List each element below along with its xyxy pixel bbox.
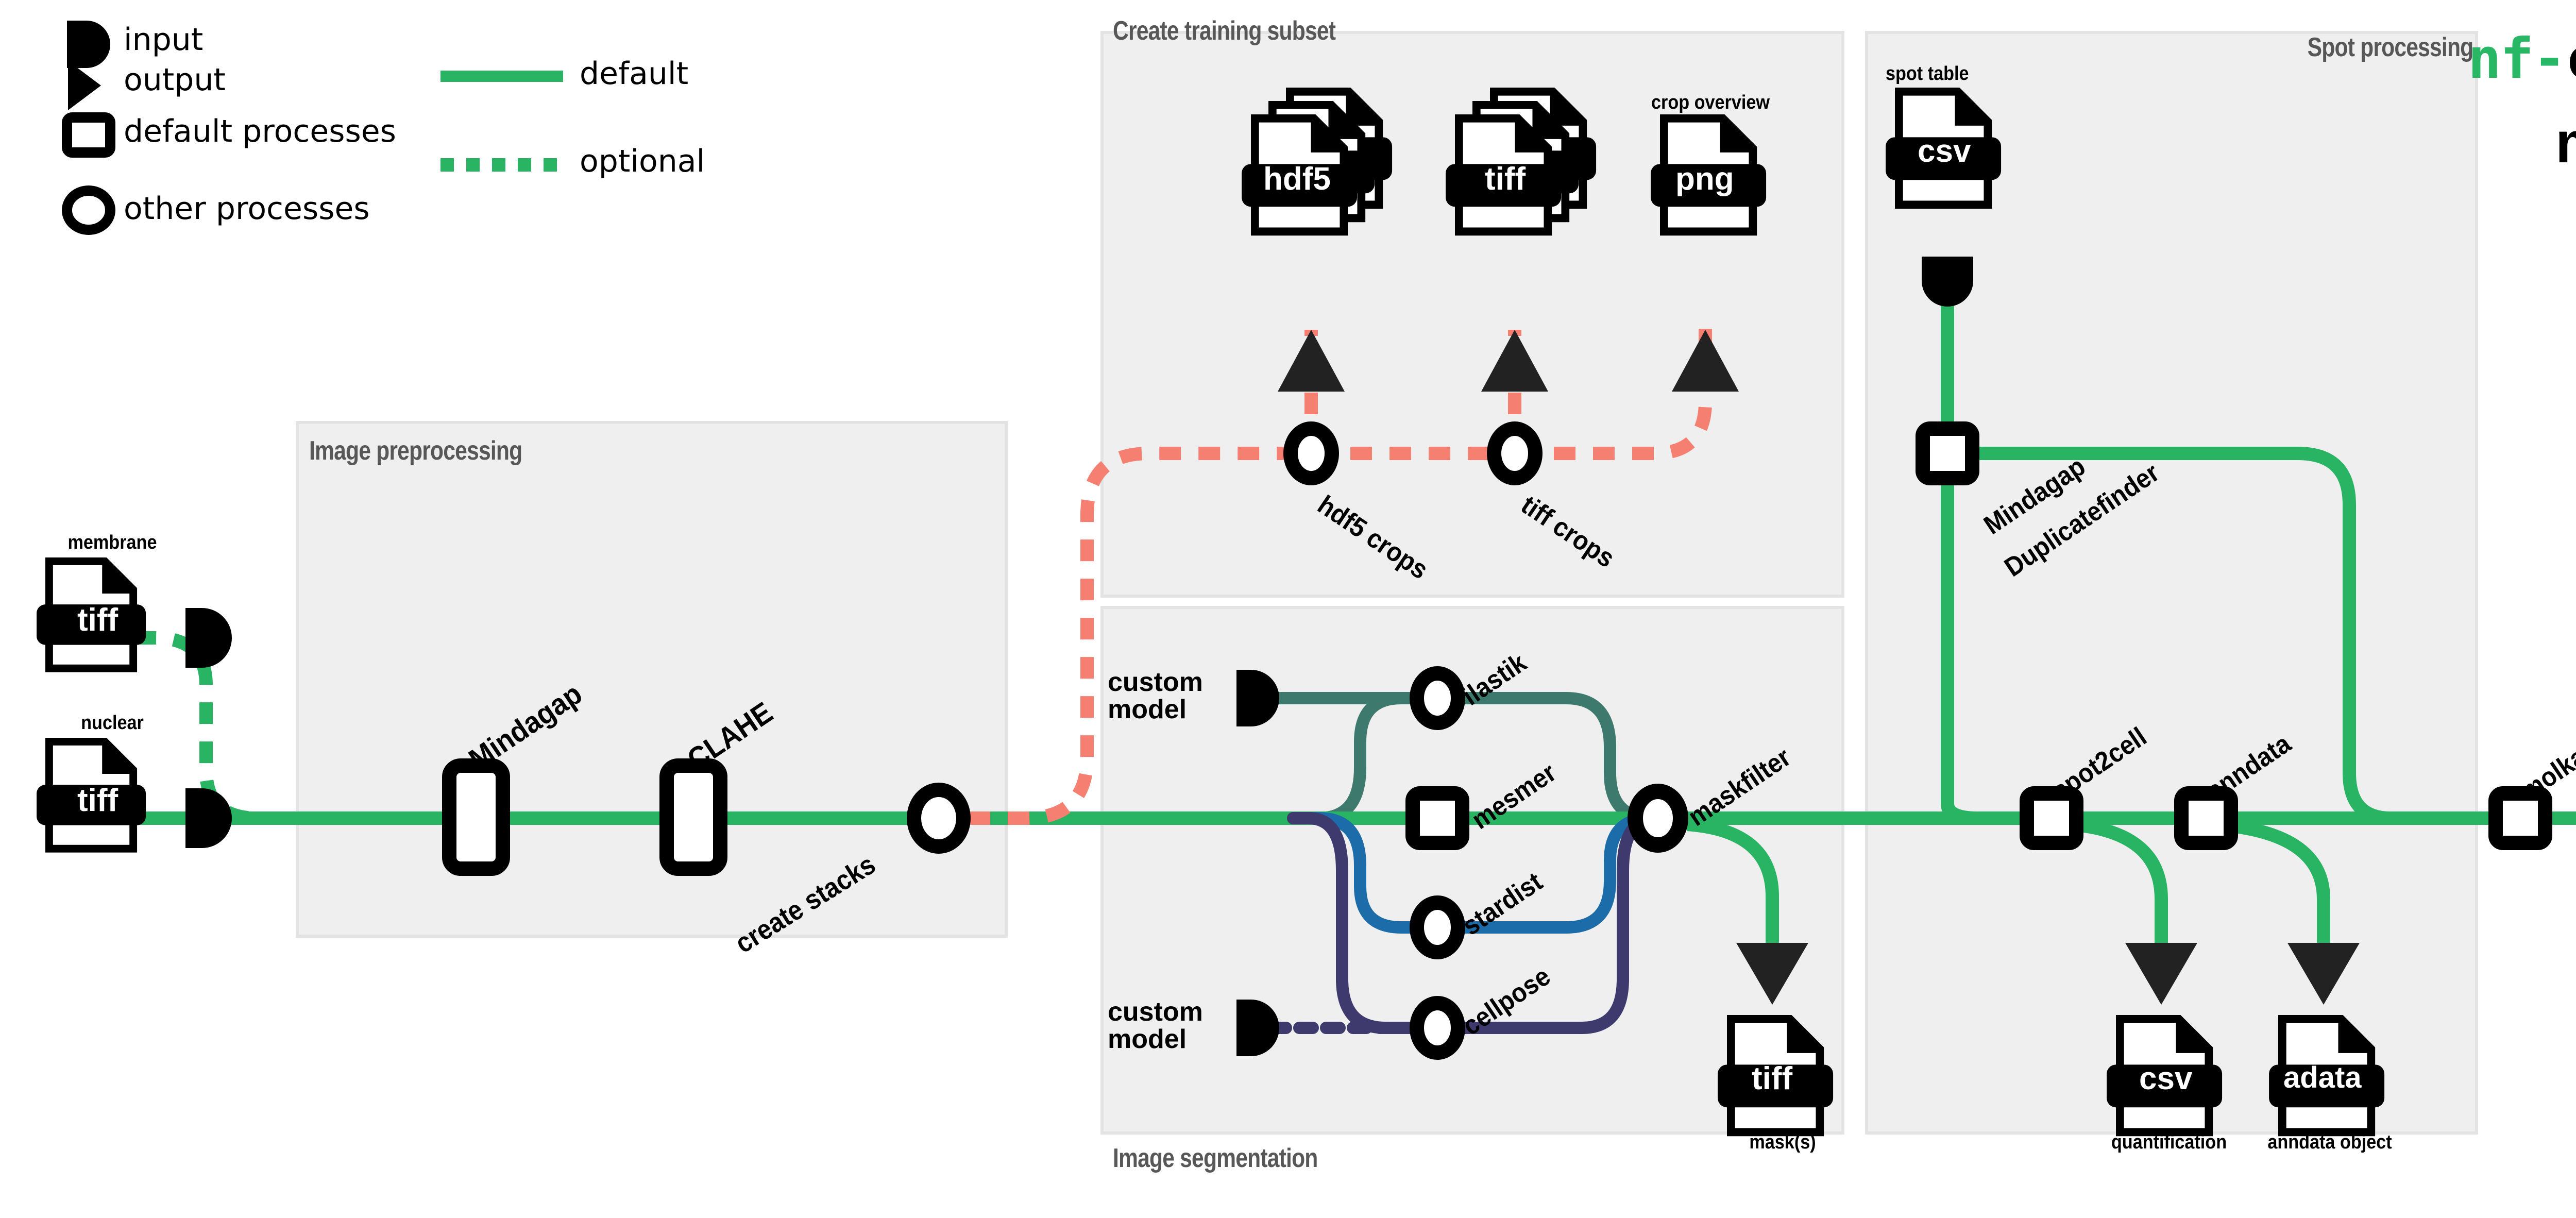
logo-org-text: nf-core/ xyxy=(2468,27,2576,91)
nuclear-caption: nuclear xyxy=(81,712,144,734)
hdf5-crops-output-arrow-icon xyxy=(1278,330,1345,392)
spot2cell-process-node xyxy=(2020,786,2083,850)
panel-title-spot-processing: Spot processing xyxy=(2307,32,2473,62)
mask-output-arrow-icon xyxy=(1736,943,1808,1005)
anndata-output-arrow-icon xyxy=(2287,943,2360,1005)
hdf5-crops-process-node xyxy=(1283,421,1339,485)
mindagap-duplicatefinder-process-node xyxy=(1916,421,1979,485)
quantification-format-label: csv xyxy=(2139,1061,2193,1096)
quantification-caption: quantification xyxy=(2111,1131,2227,1153)
panel-title-create-training-subset: Create training subset xyxy=(1113,16,1336,46)
molkartqc-process-node xyxy=(2488,786,2552,850)
clahe-process-node xyxy=(659,758,727,876)
custom-model-ilastik-connector-icon xyxy=(1236,670,1279,726)
anndata-object-caption: anndata object xyxy=(2267,1131,2392,1153)
legend-label-default-processes: default processes xyxy=(124,113,396,149)
legend-label-optional-line: optional xyxy=(580,143,705,179)
mask-caption: mask(s) xyxy=(1749,1131,1816,1153)
membrane-format-label: tiff xyxy=(77,602,118,638)
mesmer-process-node xyxy=(1405,786,1469,850)
legend-circle-process-icon xyxy=(62,185,115,235)
panel-title-image-segmentation: Image segmentation xyxy=(1113,1143,1318,1173)
hdf5-crops-format-label: hdf5 xyxy=(1263,161,1331,197)
maskfilter-process-node xyxy=(1628,784,1688,853)
nuclear-input-connector-icon xyxy=(185,788,232,848)
mask-format-label: tiff xyxy=(1752,1061,1793,1096)
spot-table-format-label: csv xyxy=(1918,133,1971,169)
membrane-caption: membrane xyxy=(67,532,157,553)
quantification-output-arrow-icon xyxy=(2125,943,2197,1005)
legend-label-other-processes: other processes xyxy=(124,191,370,227)
logo-nf-text: nf xyxy=(2468,27,2534,91)
crop-overview-output-arrow-icon xyxy=(1672,330,1739,392)
legend-output-triangle-icon xyxy=(68,61,101,110)
tiff-crops-process-node xyxy=(1487,421,1543,485)
panel-image-preprocessing xyxy=(296,421,1008,938)
stardist-process-node xyxy=(1410,895,1465,959)
legend-label-input: input xyxy=(124,22,204,58)
legend-label-output: output xyxy=(124,62,226,98)
create-stacks-process-node xyxy=(907,783,971,854)
custom-model-ilastik-label: custom model xyxy=(1108,667,1203,725)
crop-overview-caption: crop overview xyxy=(1651,92,1770,113)
tiff-crops-output-arrow-icon xyxy=(1481,330,1548,392)
tiff-crops-format-label: tiff xyxy=(1485,161,1526,197)
custom-model-cellpose-label: custom model xyxy=(1108,997,1203,1055)
legend-label-default-line: default xyxy=(580,56,689,92)
legend-square-process-icon xyxy=(62,112,115,158)
cellpose-process-node xyxy=(1410,996,1465,1060)
spot-table-input-connector-icon xyxy=(1922,257,1973,307)
logo-dash-text: - xyxy=(2533,27,2566,91)
ilastik-process-node xyxy=(1410,666,1465,730)
panel-title-image-preprocessing: Image preprocessing xyxy=(309,436,522,466)
anndata-process-node xyxy=(2174,786,2238,850)
crop-overview-format-label: png xyxy=(1675,161,1734,197)
logo-pipeline-text: molkart xyxy=(2555,109,2576,176)
anndata-format-label: adata xyxy=(2283,1061,2362,1094)
membrane-input-connector-icon xyxy=(185,608,232,668)
mindagap-process-node xyxy=(442,758,510,876)
legend-input-shape-icon xyxy=(67,21,110,68)
custom-model-cellpose-connector-icon xyxy=(1236,1000,1279,1056)
spot-table-caption: spot table xyxy=(1886,63,1969,84)
nuclear-format-label: tiff xyxy=(77,783,118,818)
logo-core-text: core/ xyxy=(2565,27,2576,91)
